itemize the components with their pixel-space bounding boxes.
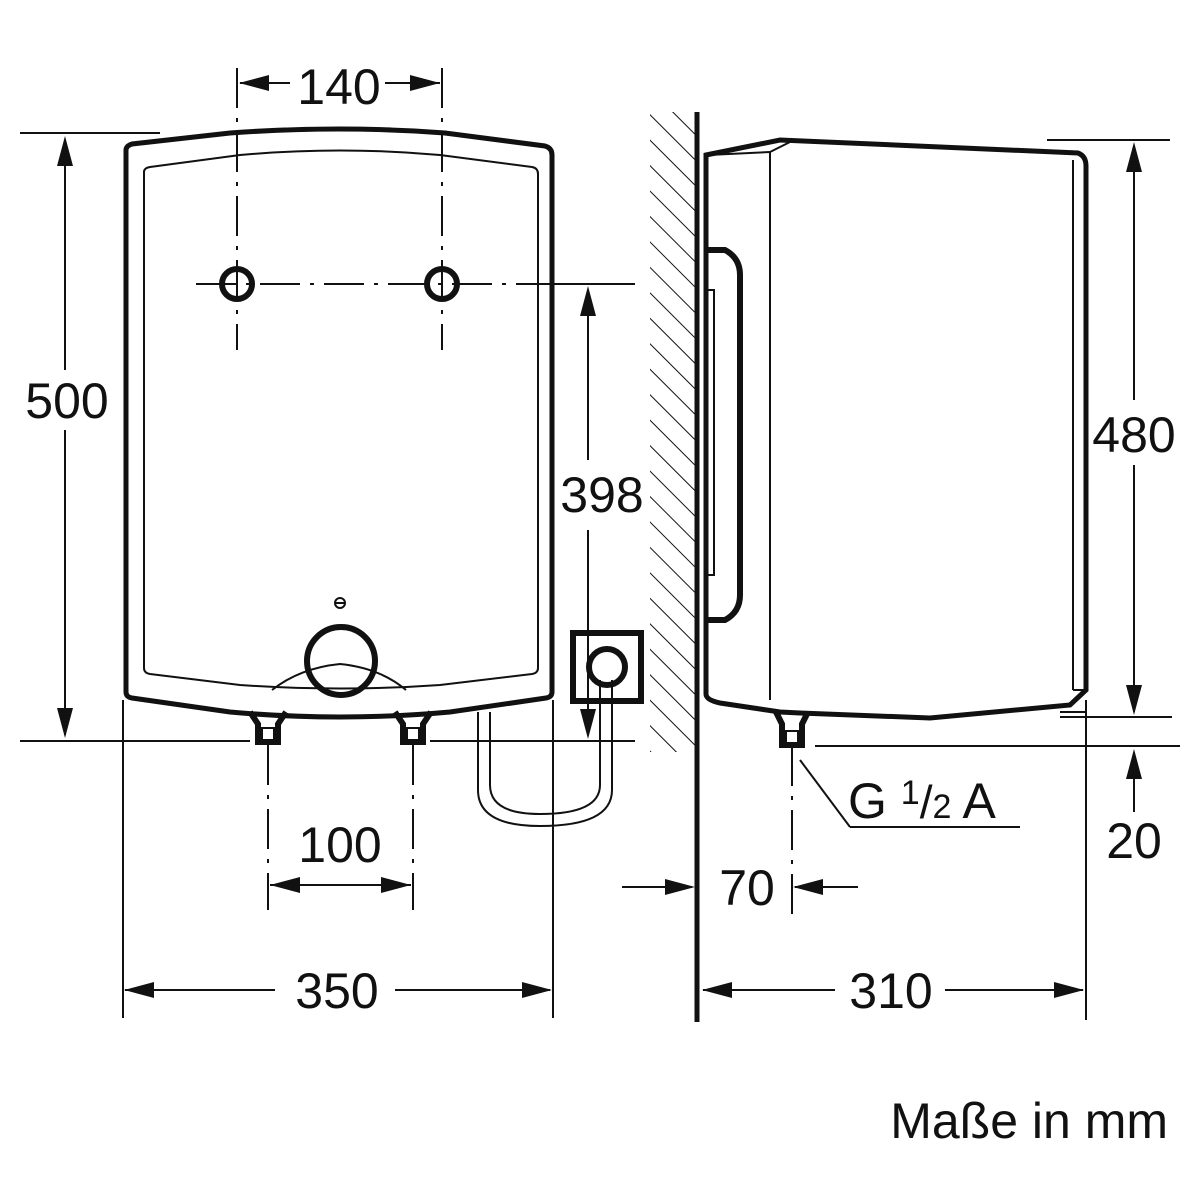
dim-bottom-offset: 20 [1106, 813, 1162, 869]
dim-bracket-height: 398 [560, 467, 643, 523]
dim-height-front: 500 [25, 373, 108, 429]
thread-denominator: 2 [933, 788, 952, 826]
side-body-outline [703, 137, 1089, 721]
front-body-outline [123, 126, 555, 720]
dim-connection-spacing: 100 [298, 817, 381, 873]
connection-pipe-left [247, 710, 289, 745]
power-cord [477, 680, 613, 828]
dim-height-side: 480 [1092, 407, 1175, 463]
wall-bracket [706, 247, 743, 623]
knob-housing [271, 662, 407, 691]
control-knob [304, 624, 378, 698]
thread-label: G 1/2 A [848, 773, 997, 829]
thread-suffix: A [951, 773, 996, 829]
svg-text:G 1/2 A: G 1/2 A [848, 773, 997, 829]
connection-pipe-right [392, 710, 434, 745]
front-dimensions [20, 75, 635, 1018]
dim-width-front: 350 [295, 963, 378, 1019]
dim-depth-side: 310 [849, 963, 932, 1019]
thread-slash: / [920, 776, 933, 828]
units-note: Maße in mm [890, 1093, 1168, 1149]
side-dimensions [622, 139, 1180, 1020]
dim-top-spacing: 140 [297, 59, 380, 115]
thread-numerator: 1 [901, 774, 920, 812]
dim-wall-offset: 70 [719, 860, 775, 916]
wall [650, 112, 700, 1022]
side-view [703, 137, 1089, 915]
side-connection-pipe [773, 710, 811, 748]
thread-prefix: G [848, 773, 901, 829]
front-inner-panel [143, 149, 539, 690]
power-socket [570, 630, 644, 704]
